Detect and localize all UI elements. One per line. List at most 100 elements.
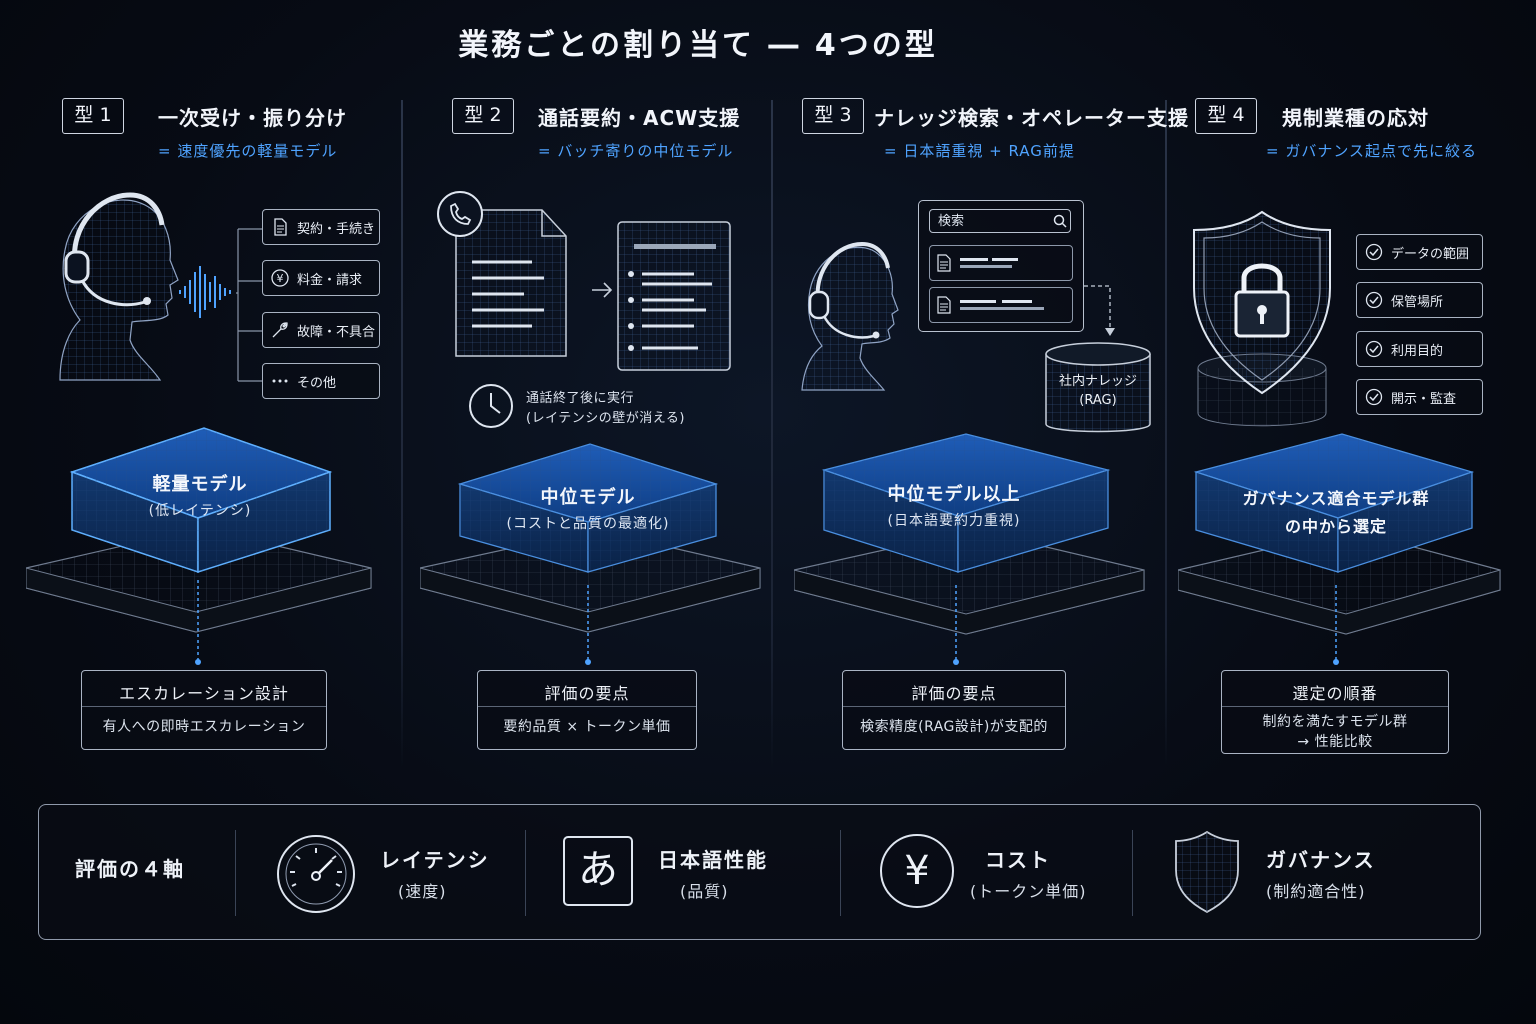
model-label: 中位モデル (コストと品質の最適化) <box>478 483 698 533</box>
database-icon <box>1045 342 1151 433</box>
model-name: ガバナンス適合モデル群 <box>1242 489 1430 508</box>
check-chip: 利用目的 <box>1356 331 1483 367</box>
box-title: エスカレーション設計 <box>82 671 326 707</box>
model-name: 中位モデル <box>540 487 636 508</box>
box-body: 検索精度(RAG設計)が支配的 <box>860 719 1048 735</box>
box-body: 有人への即時エスカレーション <box>102 719 306 735</box>
type-heading: 規制業種の応対 <box>1282 106 1429 130</box>
transcript-to-summary-graphic <box>437 191 731 371</box>
axis-sub: (制約適合性) <box>1266 882 1366 901</box>
type-heading: 通話要約・ACW支援 <box>538 106 741 130</box>
model-slab <box>420 443 761 665</box>
chip-label: 料金・請求 <box>297 272 363 288</box>
type-heading: 一次受け・振り分け <box>158 106 347 130</box>
model-label: 軽量モデル (低レイテンシ) <box>100 470 300 520</box>
category-chip: その他 <box>262 363 380 399</box>
model-label: ガバナンス適合モデル群 の中から選定 <box>1216 485 1456 541</box>
model-name: 中位モデル以上 <box>887 484 1021 505</box>
operator-headset-icon <box>59 192 179 381</box>
box-body: 制約を満たすモデル群 → 性能比較 <box>1222 707 1448 752</box>
shield-icon <box>1175 830 1239 914</box>
model-slab <box>1178 433 1501 665</box>
column-divider <box>401 100 403 768</box>
chip-label: その他 <box>297 375 337 391</box>
axis-sub: (トークン単価) <box>970 882 1087 901</box>
type-3-column: 型 3 ナレッジ検索・オペレーター支援 = 日本語重視 + RAG前提 検索 社… <box>772 0 1188 780</box>
type-subheading: = 速度優先の軽量モデル <box>158 142 338 160</box>
database-label-line: 社内ナレッジ <box>1058 374 1137 389</box>
search-icon <box>1053 214 1067 228</box>
check-chip: データの範囲 <box>1356 234 1483 270</box>
operator-headset-icon <box>801 241 899 391</box>
box-title: 評価の要点 <box>843 671 1065 707</box>
check-label: データの範囲 <box>1391 246 1470 262</box>
evaluation-box: 評価の要点 要約品質 × トークン単価 <box>477 670 697 750</box>
axis-separator <box>525 830 526 916</box>
timing-note-line: (レイテンシの壁が消える) <box>526 411 685 426</box>
model-label: 中位モデル以上 (日本語要約力重視) <box>844 480 1064 530</box>
check-label: 保管場所 <box>1391 294 1444 310</box>
ellipsis-icon <box>272 379 288 383</box>
yen-icon: ¥ <box>271 269 289 287</box>
timing-note: 通話終了後に実行 (レイテンシの壁が消える) <box>526 389 685 429</box>
axis-separator <box>840 830 841 916</box>
box-body: 要約品質 × トークン単価 <box>503 719 671 735</box>
type-subheading: = 日本語重視 + RAG前提 <box>884 142 1075 160</box>
dashed-arrow <box>1084 285 1115 336</box>
evaluation-axes-panel <box>38 804 1481 940</box>
clock-icon <box>469 384 513 428</box>
type-subheading: = ガバナンス起点で先に絞る <box>1266 142 1478 160</box>
model-slab <box>26 427 372 665</box>
document-icon <box>937 296 951 314</box>
phone-icon <box>437 191 483 237</box>
evaluation-box: 評価の要点 検索精度(RAG設計)が支配的 <box>842 670 1066 750</box>
hiragana-a-icon: あ <box>563 836 633 906</box>
type-1-column: 型 1 一次受け・振り分け = 速度優先の軽量モデル 契約・手続き ¥ 料金・請… <box>0 0 400 780</box>
check-chip: 開示・監査 <box>1356 379 1483 415</box>
lock-shield-icon <box>1193 210 1331 427</box>
type-4-column: 型 4 規制業種の応対 = ガバナンス起点で先に絞る データの範囲 保管場所 利… <box>1166 0 1536 780</box>
type-badge: 型 3 <box>802 98 864 134</box>
model-detail: の中から選定 <box>1284 517 1387 536</box>
axis-separator <box>1132 830 1133 916</box>
model-detail: (コストと品質の最適化) <box>506 516 670 532</box>
sound-wave-icon <box>179 266 231 318</box>
axis-name: レイテンシ <box>380 848 490 872</box>
type-subheading: = バッチ寄りの中位モデル <box>538 142 734 160</box>
axis-name: 日本語性能 <box>658 848 768 872</box>
document-icon <box>274 218 287 236</box>
svg-text:¥: ¥ <box>277 272 284 285</box>
timing-note-line: 通話終了後に実行 <box>526 391 635 406</box>
type-heading: ナレッジ検索・オペレーター支援 <box>874 106 1189 130</box>
check-circle-icon <box>1365 291 1383 309</box>
axis-separator <box>235 830 236 916</box>
chip-label: 故障・不具合 <box>297 324 376 340</box>
check-label: 開示・監査 <box>1391 391 1457 407</box>
search-result[interactable] <box>929 287 1073 323</box>
search-result[interactable] <box>929 245 1073 281</box>
search-panel: 検索 <box>918 200 1084 332</box>
box-body-line: → 性能比較 <box>1297 734 1373 750</box>
axis-name: コスト <box>985 848 1051 872</box>
axes-label: 評価の４軸 <box>75 857 185 881</box>
search-input[interactable]: 検索 <box>929 209 1071 233</box>
column-divider <box>771 100 773 768</box>
chip-label: 契約・手続き <box>297 221 376 237</box>
database-label: 社内ナレッジ (RAG) <box>1044 372 1152 410</box>
box-body-line: 制約を満たすモデル群 <box>1262 714 1408 730</box>
box-title: 評価の要点 <box>478 671 696 707</box>
category-chip: 故障・不具合 <box>262 312 380 348</box>
wrench-icon <box>272 322 288 338</box>
page-title: 業務ごとの割り当て ― 4つの型 <box>458 28 938 63</box>
check-chip: 保管場所 <box>1356 282 1483 318</box>
check-circle-icon <box>1365 340 1383 358</box>
branch-lines <box>236 228 262 382</box>
type-badge: 型 4 <box>1195 98 1257 134</box>
check-label: 利用目的 <box>1391 343 1444 359</box>
model-detail: (低レイテンシ) <box>148 503 252 519</box>
column-divider <box>1165 100 1167 768</box>
selection-order-box: 選定の順番 制約を満たすモデル群 → 性能比較 <box>1221 670 1449 754</box>
type-badge: 型 1 <box>62 98 124 134</box>
speedometer-icon <box>277 835 355 913</box>
document-icon <box>937 254 951 272</box>
